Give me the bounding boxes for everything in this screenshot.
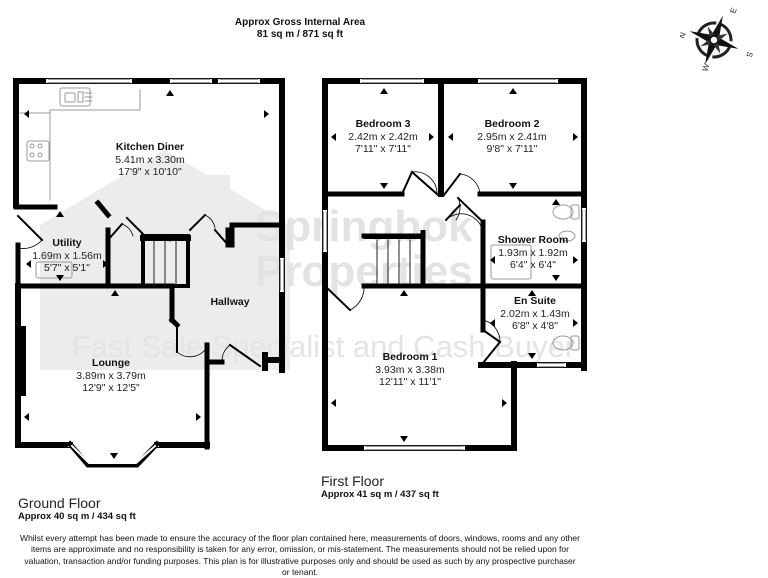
room-metric: 2.95m x 2.41m [477,130,547,143]
room-imperial: 12'11" x 11'1" [379,376,441,388]
first-floor-name: First Floor [321,473,384,489]
room-name: Bedroom 2 [484,118,540,130]
compass-label-n: N [680,31,688,40]
compass-rose-icon: E N S W [677,7,754,73]
room-metric: 3.93m x 3.38m [375,363,445,376]
room-metric: 2.42m x 2.42m [348,130,418,143]
gross-area-header: Approx Gross Internal Area 81 sq m / 871… [0,17,600,41]
compass-label-e: E [728,7,738,15]
watermark-brand: Springbok [255,202,473,251]
room-bedroom-3: Bedroom 3 2.42m x 2.42m 7'11" x 7'11" [348,118,417,156]
ground-floor-caption: Ground Floor Approx 40 sq m / 434 sq ft [18,495,136,523]
first-floor-caption: First Floor Approx 41 sq m / 437 sq ft [321,473,439,501]
room-name: Utility [52,237,82,249]
compass-label-w: W [700,62,711,73]
compass: E N S W [677,6,760,74]
gross-area-value: 81 sq m / 871 sq ft [256,29,344,40]
room-imperial: 7'11" x 7'11" [354,143,412,155]
room-kitchen-diner: Kitchen Diner 5.41m x 3.30m 17'9" x 10'1… [115,141,184,179]
room-imperial: 6'8" x 4'8" [512,320,558,332]
room-metric: 5.41m x 3.30m [115,153,185,166]
ground-floor-name: Ground Floor [18,495,101,511]
room-name: Bedroom 3 [355,118,411,130]
room-bedroom-2: Bedroom 2 2.95m x 2.41m 9'8" x 7'11" [477,118,546,156]
first-floor-area: Approx 41 sq m / 437 sq ft [321,489,439,500]
room-lounge: Lounge 3.89m x 3.79m 12'9" x 12'5" [76,357,145,395]
compass-label-s: S [744,50,754,58]
room-imperial: 6'4" x 6'4" [510,259,556,271]
ground-floor-area: Approx 40 sq m / 434 sq ft [18,511,136,522]
room-utility: Utility 1.69m x 1.56m 5'7" x 5'1" [32,237,101,275]
room-imperial: 5'7" x 5'1" [44,262,90,274]
room-name: Bedroom 1 [382,351,438,363]
room-metric: 1.93m x 1.92m [498,246,568,259]
gross-area-title: Approx Gross Internal Area [234,17,366,28]
room-name: En Suite [513,295,557,307]
room-name: Hallway [210,296,250,308]
room-imperial: 12'9" x 12'5" [82,382,140,394]
room-metric: 1.69m x 1.56m [32,249,102,262]
room-name: Shower Room [497,234,569,246]
room-name: Lounge [92,357,130,369]
room-imperial: 9'8" x 7'11" [486,143,538,155]
room-shower-room: Shower Room 1.93m x 1.92m 6'4" x 6'4" [498,234,569,272]
room-metric: 2.02m x 1.43m [500,307,570,320]
room-en-suite: En Suite 2.02m x 1.43m 6'8" x 4'8" [500,295,569,333]
room-metric: 3.89m x 3.79m [76,369,146,382]
room-imperial: 17'9" x 10'10" [118,166,182,178]
disclaimer: Whilst every attempt has been made to en… [20,533,580,577]
room-bedroom-1: Bedroom 1 3.93m x 3.38m 12'11" x 11'1" [375,351,444,389]
room-name: Kitchen Diner [115,141,185,153]
room-hallway: Hallway [210,296,249,309]
ground-floor-walls [13,78,285,450]
